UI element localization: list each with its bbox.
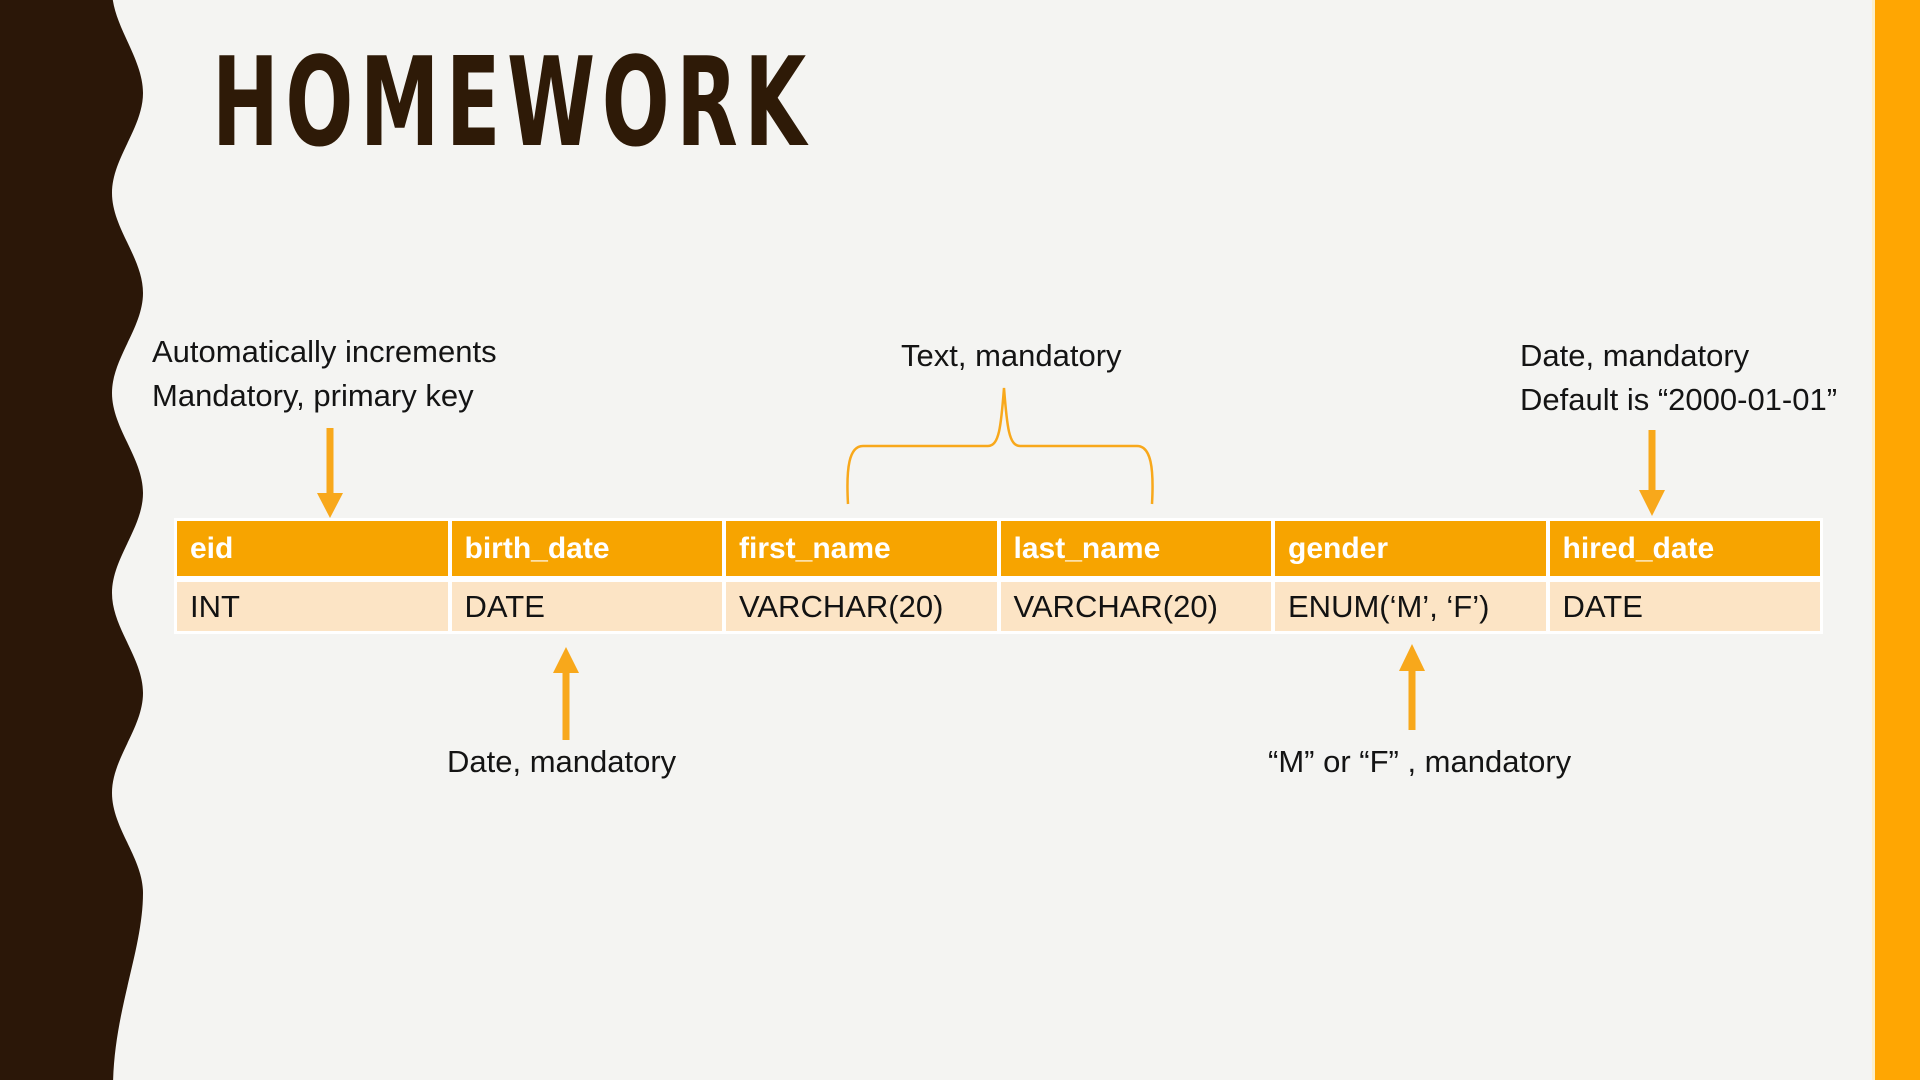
arrow-up-birth-date-icon — [553, 647, 579, 740]
column-header-first-name: first_name — [726, 521, 997, 576]
annotation-hired-date-line1: Date, mandatory — [1520, 338, 1750, 373]
arrow-down-eid-icon — [317, 428, 343, 518]
annotation-name-fields: Text, mandatory — [901, 338, 1122, 373]
page-title: HOMEWORK — [212, 32, 813, 175]
type-cell-birth-date: DATE — [451, 582, 722, 631]
accent-strip — [1872, 0, 1920, 1080]
column-header-gender: gender — [1275, 521, 1546, 576]
annotation-eid: Automatically increments Mandatory, prim… — [152, 330, 497, 418]
column-header-last-name: last_name — [1000, 521, 1271, 576]
brace-name-fields-icon — [846, 387, 1154, 505]
annotation-hired-date-line2: Default is “2000-01-01” — [1520, 382, 1838, 417]
arrow-up-gender-icon — [1399, 644, 1425, 730]
type-cell-eid: INT — [177, 582, 448, 631]
schema-table: eid birth_date first_name last_name gend… — [174, 518, 1823, 634]
annotation-hired-date: Date, mandatory Default is “2000-01-01” — [1520, 334, 1837, 422]
column-header-eid: eid — [177, 521, 448, 576]
type-cell-first-name: VARCHAR(20) — [726, 582, 997, 631]
annotation-gender: “M” or “F” , mandatory — [1268, 744, 1572, 779]
arrow-down-hired-date-icon — [1639, 430, 1665, 516]
type-cell-hired-date: DATE — [1549, 582, 1820, 631]
annotation-birth-date: Date, mandatory — [447, 744, 677, 779]
type-cell-last-name: VARCHAR(20) — [1000, 582, 1271, 631]
sidebar-wave-decoration — [0, 0, 143, 1080]
annotation-eid-line1: Automatically increments — [152, 334, 497, 369]
column-header-birth-date: birth_date — [451, 521, 722, 576]
annotation-eid-line2: Mandatory, primary key — [152, 378, 474, 413]
type-cell-gender: ENUM(‘M’, ‘F’) — [1275, 582, 1546, 631]
column-header-hired-date: hired_date — [1549, 521, 1820, 576]
